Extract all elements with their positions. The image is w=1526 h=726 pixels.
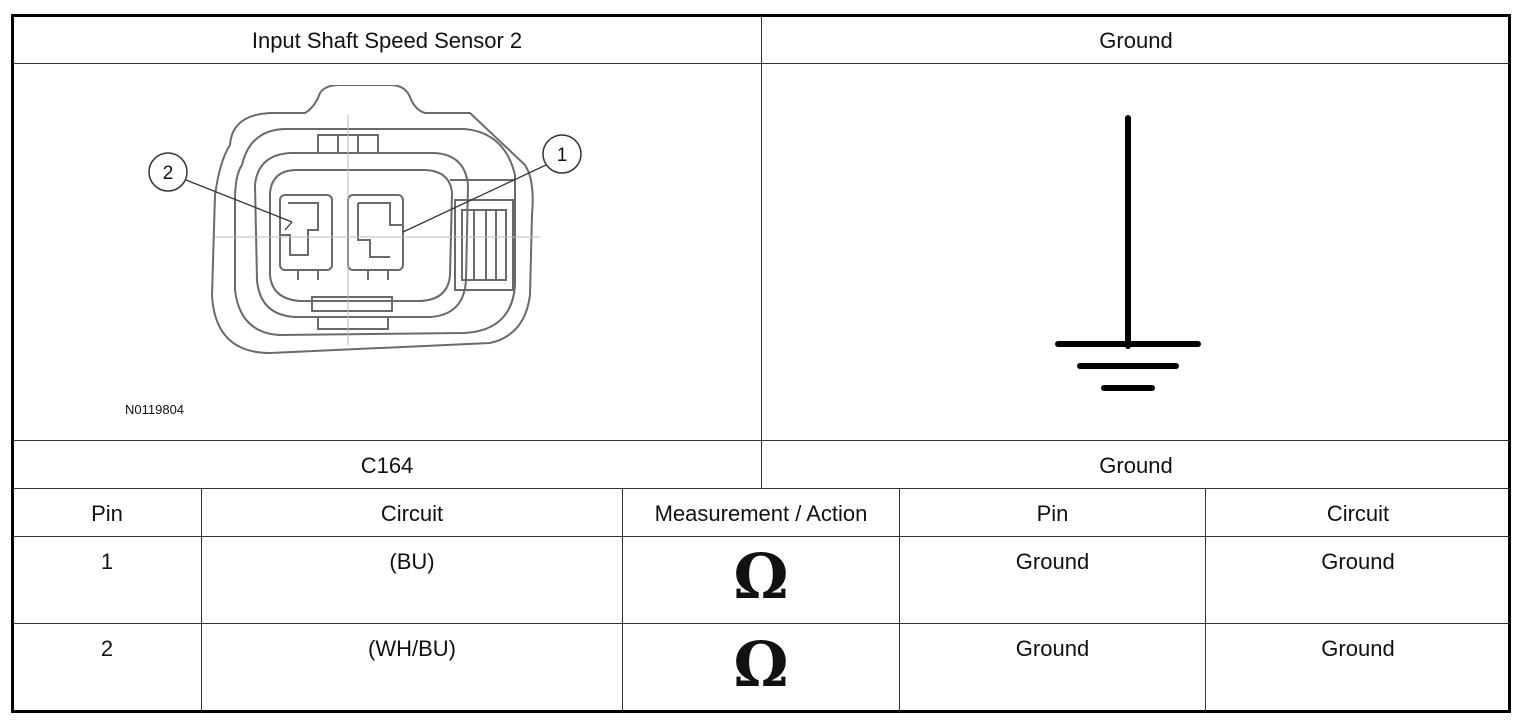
row1-pin: 1 <box>100 549 114 574</box>
row2-circuit: (WH/BU) <box>368 636 456 661</box>
divider <box>13 536 1510 537</box>
row2-pin-ground: Ground <box>1015 636 1090 661</box>
figure-code: N0119804 <box>125 402 185 417</box>
header-measurement: Measurement / Action <box>654 501 868 526</box>
callout-pin-1: 1 <box>557 145 568 166</box>
header-circuit-ground: Circuit <box>1326 501 1390 526</box>
row2-pin: 2 <box>100 636 114 661</box>
header-circuit: Circuit <box>380 501 444 526</box>
ground-symbol-icon <box>1055 115 1201 391</box>
connector-title: Input Shaft Speed Sensor 2 <box>251 28 523 53</box>
row1-circuit: (BU) <box>389 549 435 574</box>
divider <box>13 488 1510 489</box>
header-pin: Pin <box>91 501 123 526</box>
divider <box>1205 488 1206 712</box>
row1-pin-ground: Ground <box>1015 549 1090 574</box>
row1-circuit-ground: Ground <box>1321 549 1395 574</box>
connector-id-label: C164 <box>360 453 414 478</box>
divider <box>761 16 762 488</box>
header-pin-ground: Pin <box>1036 501 1069 526</box>
pinout-table <box>11 14 1511 713</box>
divider <box>622 488 623 712</box>
divider <box>201 488 202 712</box>
ohm-icon: Ω <box>733 628 789 701</box>
connector-face-diagram: 2 1 <box>148 85 582 355</box>
divider <box>899 488 900 712</box>
ground-label: Ground <box>1099 453 1173 478</box>
ground-title: Ground <box>1099 28 1173 53</box>
ohm-icon: Ω <box>733 540 789 613</box>
row2-circuit-ground: Ground <box>1321 636 1395 661</box>
callout-pin-2: 2 <box>163 163 174 184</box>
divider <box>13 623 1510 624</box>
